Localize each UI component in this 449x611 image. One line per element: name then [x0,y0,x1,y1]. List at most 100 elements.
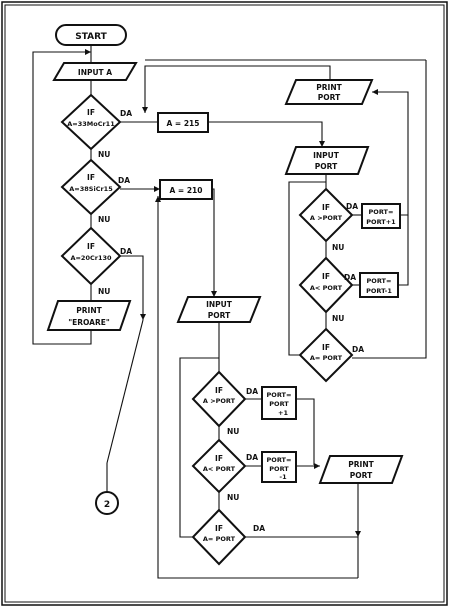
print-port-lower-box [318,455,404,484]
dltu-if: IF [322,272,330,281]
edge-210-input [212,188,215,297]
deql-da: DA [253,524,265,533]
decision-eq-upper [298,327,354,383]
port-minus1-upper-box [359,272,399,298]
edge-print-top-loop [144,65,331,113]
edge-equ-loop [288,181,326,356]
edge-ppl-join [296,398,315,465]
dequ-cond: A= PORT [310,354,343,362]
edge-eroare-loop [32,51,92,345]
pmu-line2: PORT-1 [366,287,392,295]
ppl-line2: PORT [269,400,289,408]
d3-cond: A=20Cr130 [70,254,112,262]
arrow-d3-da [140,314,146,320]
print-eroare-print: PRINT [76,306,102,315]
d2-nu: NU [98,215,110,224]
input-port-upper-input: INPUT [313,151,340,160]
ppu-line2: PORT+1 [366,218,396,226]
port-plus1-upper-box [361,203,401,229]
dgtl-cond: A >PORT [203,397,236,405]
ppl-line3: +1 [278,409,288,417]
assign-210-label: A = 210 [170,186,203,195]
pml-line1: PORT= [267,456,292,464]
pml-line3: -1 [279,473,287,481]
edge-ppu-print [372,91,409,216]
pml-line2: PORT [269,465,289,473]
dgtu-if: IF [322,203,330,212]
edge-215-input [208,121,323,147]
input-a-label: INPUT A [78,68,112,77]
print-port-top-box [284,79,374,105]
print-port-lower-port: PORT [350,471,373,480]
dequ-if: IF [322,343,330,352]
connector-2 [95,491,119,515]
dgtu-cond: A >PORT [310,214,343,222]
d1-if: IF [87,108,95,117]
dgtl-nu: NU [227,427,239,436]
arrow-d2-da [154,186,160,192]
dltl-nu: NU [227,493,239,502]
input-port-lower-input: INPUT [206,300,233,309]
dltl-da: DA [246,453,258,462]
dltl-cond: A< PORT [203,465,236,473]
edge-d3-da [120,255,144,320]
dequ-da: DA [352,345,364,354]
print-port-top-print: PRINT [316,83,342,92]
inner-border [4,4,445,603]
assign-215-label: A = 215 [167,119,200,128]
dgtu-nu: NU [332,243,344,252]
print-eroare-text: "EROARE" [68,318,110,327]
pmu-line1: PORT= [367,277,392,285]
d2-cond: A=38SiCr15 [69,185,113,193]
print-port-top-port: PORT [318,93,341,102]
d3-da: DA [120,247,132,256]
ppu-line1: PORT= [369,208,394,216]
d1-cond: A=33MoCr11 [67,120,115,128]
input-port-upper-port: PORT [315,162,338,171]
start-label: START [75,32,107,42]
d1-nu: NU [98,150,110,159]
edge-equ-da [352,60,427,359]
deql-if: IF [215,524,223,533]
connector-label: 2 [104,500,110,510]
arrow-print-lower-down [355,531,361,537]
arrow-210-input [211,291,217,297]
d2-da: DA [118,176,130,185]
edge-eql-da [245,536,359,578]
edge-eql-loop [179,357,219,538]
dltu-cond: A< PORT [310,284,343,292]
arrow-ppu-print [372,89,378,95]
dgtl-if: IF [215,386,223,395]
dltl-if: IF [215,454,223,463]
input-port-lower-port: PORT [208,311,231,320]
arrow-pml-print [314,463,320,469]
d3-if: IF [87,242,95,251]
print-port-lower-print: PRINT [348,460,374,469]
d2-if: IF [87,173,95,182]
dltu-nu: NU [332,314,344,323]
arrow-print-top-loop [142,107,148,113]
decision-eq-lower [191,508,247,566]
deql-cond: A= PORT [203,535,236,543]
edge-to-connector [106,319,144,464]
dgtu-da: DA [346,202,358,211]
arrow-215-input [319,141,325,147]
arrow-eroare-loop [85,49,91,55]
input-port-upper-box [284,146,370,175]
arrow-bottom-loop [155,196,161,202]
ppl-line1: PORT= [267,391,292,399]
d3-nu: NU [98,287,110,296]
edge-bottom-loop [157,196,358,579]
input-a-box [52,62,138,81]
dltu-da: DA [344,273,356,282]
edge-pmu-join [398,215,409,286]
input-port-lower-box [176,296,262,323]
d1-da: DA [120,109,132,118]
dgtl-da: DA [246,387,258,396]
print-eroare-box [46,300,132,331]
port-minus1-lower-box [261,451,297,483]
port-plus1-lower-box [261,386,297,420]
